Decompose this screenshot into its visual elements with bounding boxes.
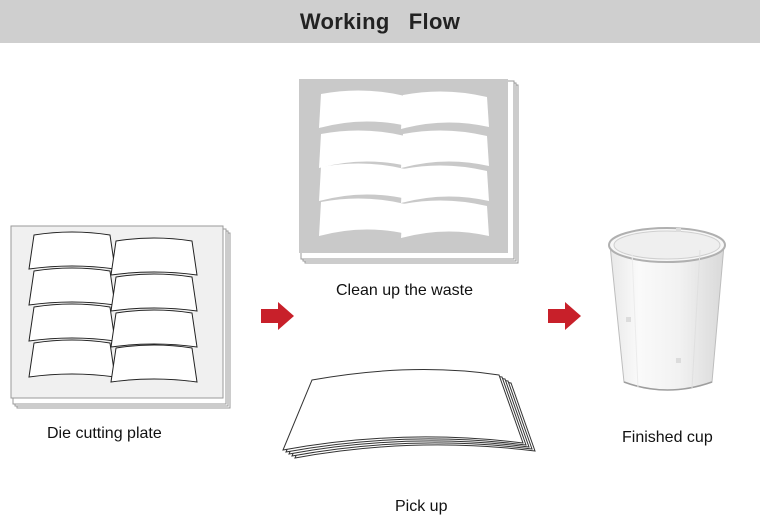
arrow-right-icon (548, 302, 581, 330)
die-cutting-plate (10, 225, 231, 409)
finished-cup-label: Finished cup (622, 429, 713, 446)
page-title: Working Flow (299, 8, 461, 34)
die-cutting-label: Die cutting plate (47, 425, 162, 442)
finished-cup (608, 227, 726, 391)
header-bar: Working Flow (0, 0, 760, 43)
arrow-right-icon (261, 302, 294, 330)
pick-up-label: Pick up (395, 498, 448, 515)
waste-removed-plate (299, 79, 519, 264)
clean-up-label: Clean up the waste (336, 282, 473, 299)
picked-blanks-stack (282, 369, 536, 459)
